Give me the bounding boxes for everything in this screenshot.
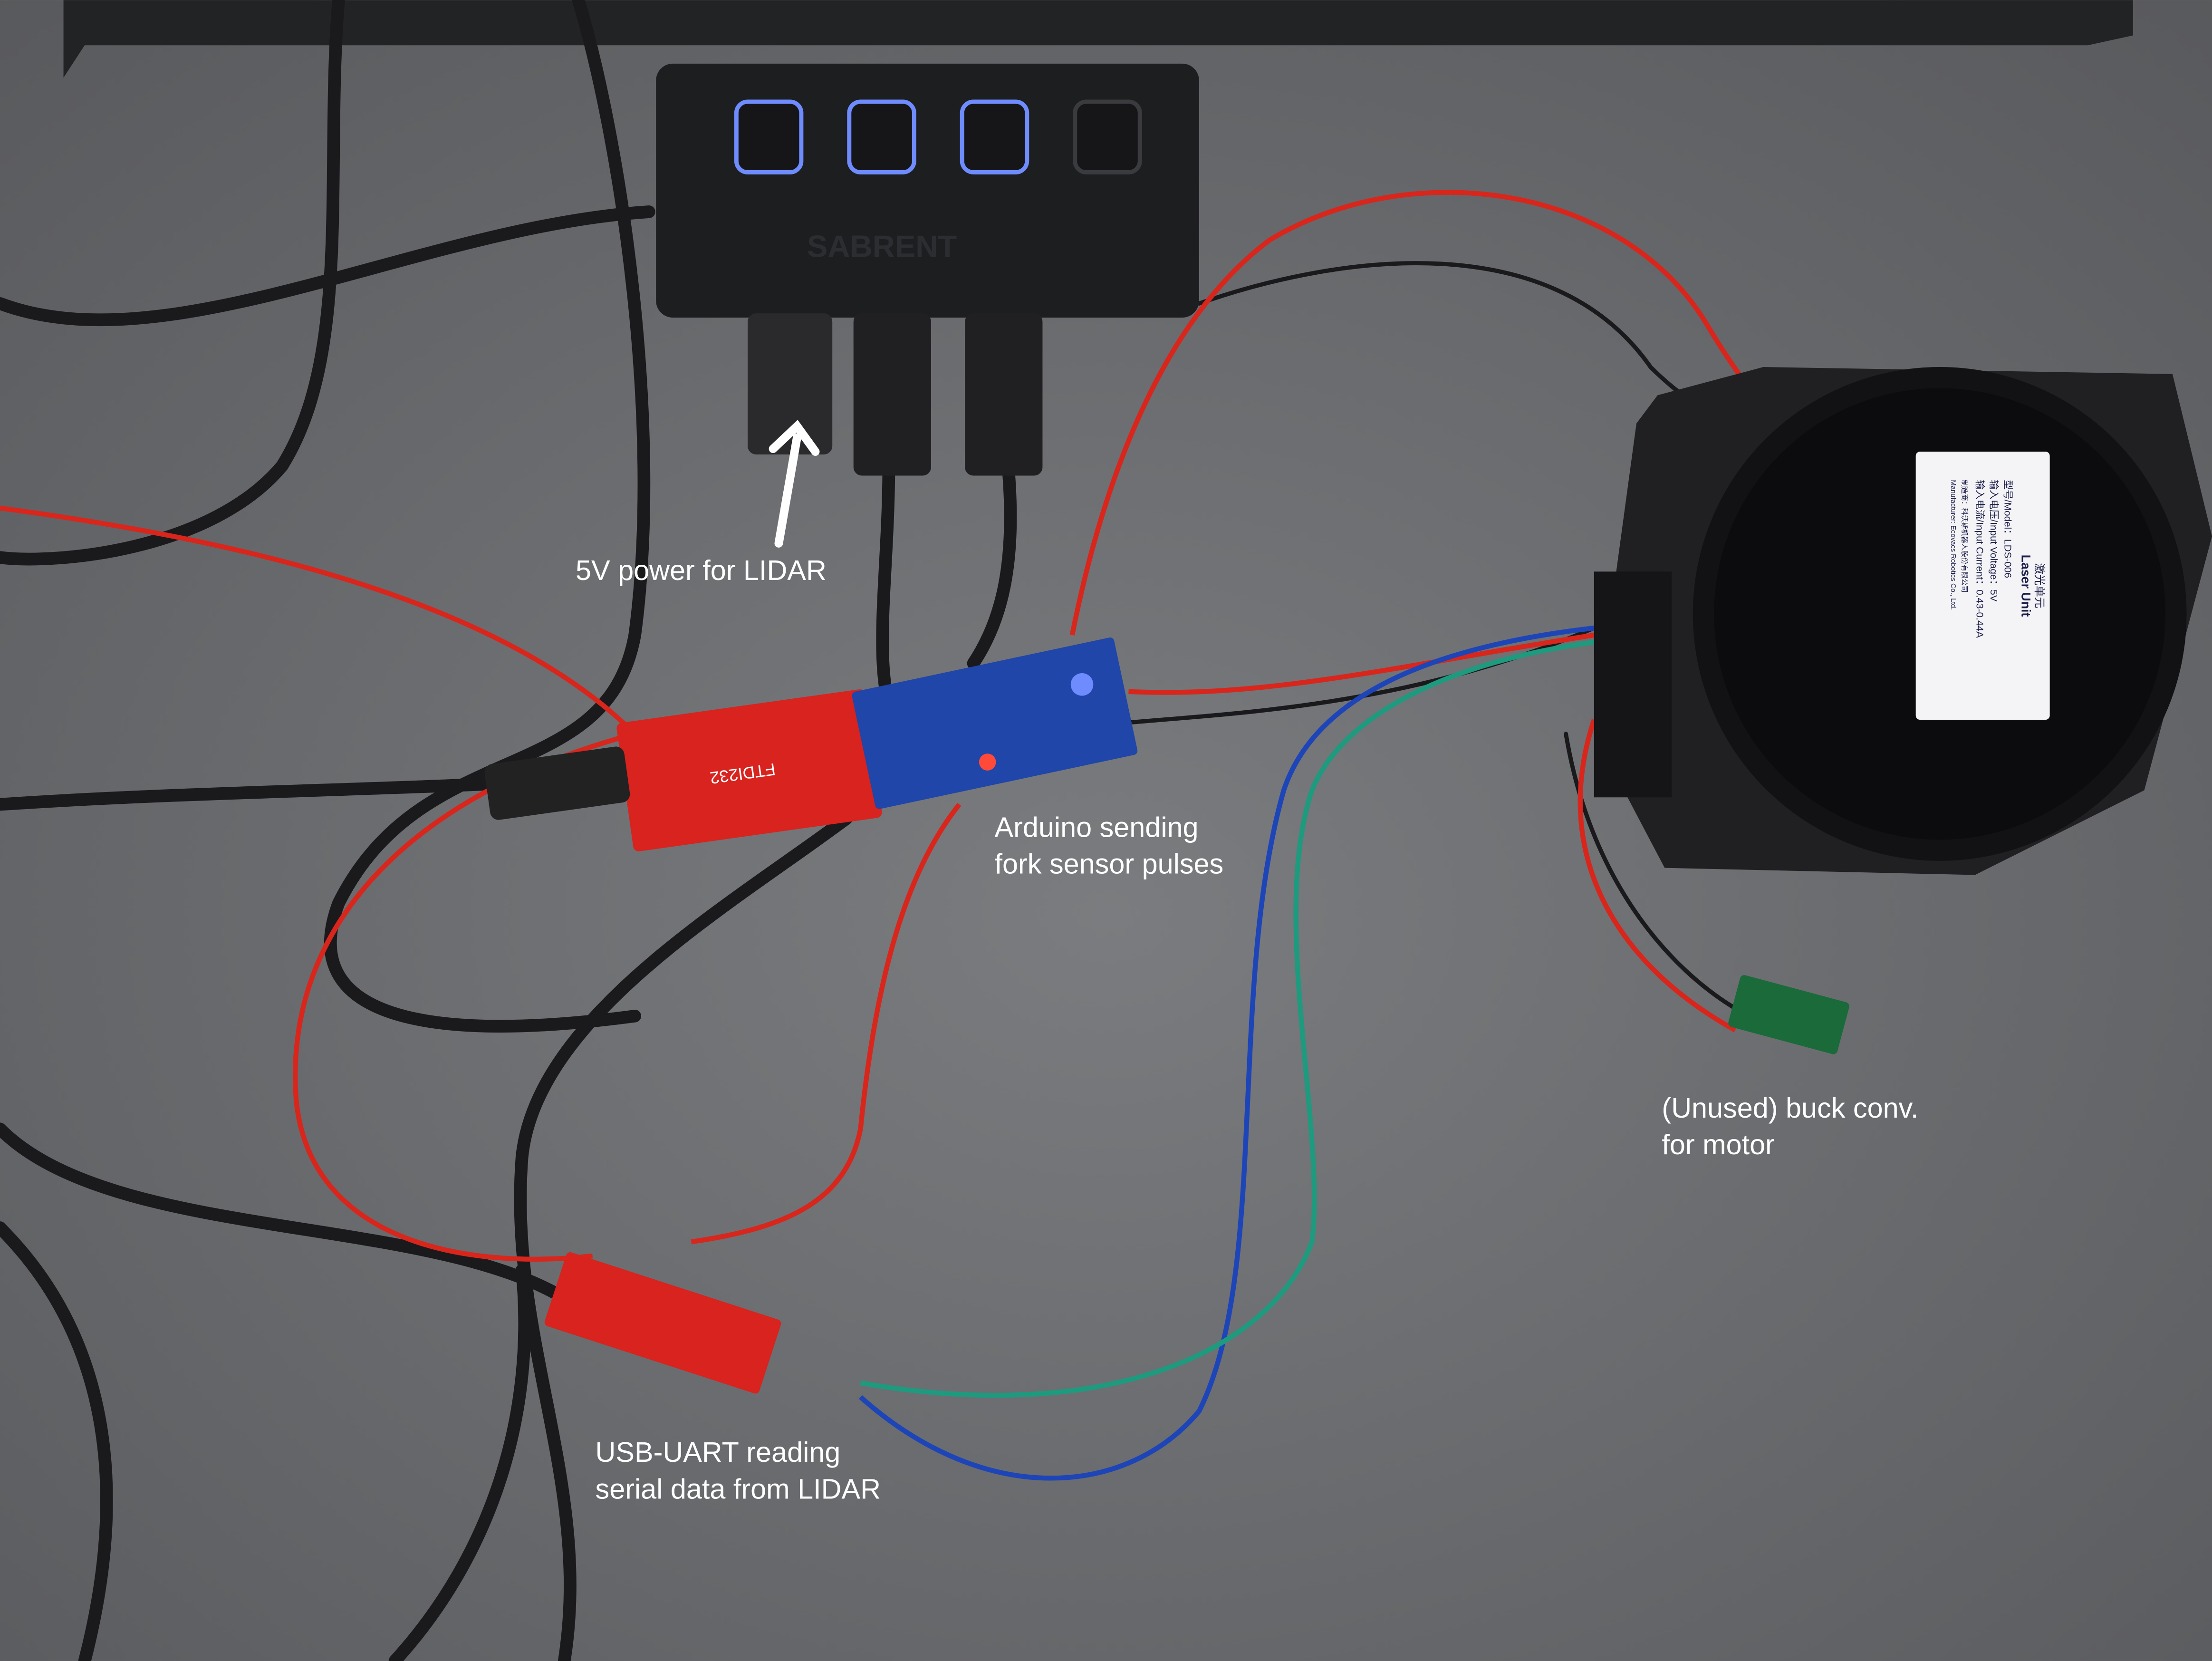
hub-port-switch-2[interactable]: [847, 99, 916, 174]
lidar-current: 输入电流/Input Current：0.43-0.44A: [1974, 480, 1985, 638]
red-wires: [0, 190, 1800, 1262]
usb-uart-board: [544, 1252, 781, 1394]
hub-port-switch-3[interactable]: [960, 99, 1029, 174]
usb-hub: SABRENT: [656, 63, 1199, 476]
annotation-uart-2: serial data from LIDAR: [596, 1473, 881, 1505]
lidar-title: Laser Unit: [2019, 555, 2033, 617]
arduino-nano: [852, 637, 1138, 809]
arrow-icon: [769, 420, 820, 548]
lidar-unit: 激光单元 Laser Unit 型号/Model：LDS-006 输入电压/In…: [1594, 367, 2212, 875]
mini-usb-plug: [484, 746, 630, 820]
lidar-maker-cn: 制造商：科沃斯机器人股份有限公司: [1961, 480, 1969, 592]
hub-brand: SABRENT: [807, 229, 957, 263]
annotation-power: 5V power for LIDAR: [576, 554, 827, 586]
annotation-arduino-1: Arduino sending: [995, 811, 1199, 843]
lidar-maker: Manufacturer: Ecovacs Robotics Co., Ltd.: [1949, 480, 1957, 610]
lidar-model: 型号/Model：LDS-006: [2002, 480, 2013, 578]
lidar-voltage: 输入电压/Input Voltage：5V: [1988, 480, 1999, 601]
green-wire: [860, 639, 1595, 1398]
lidar-title-cn: 激光单元: [2033, 563, 2046, 608]
arduino-led-red: [979, 753, 996, 771]
usb-plug-power: [748, 313, 833, 454]
arduino-led-blue: [1070, 673, 1094, 696]
hub-port-switch-1[interactable]: [734, 99, 804, 174]
annotation-arduino-2: fork sensor pulses: [995, 848, 1224, 880]
annotation-buck-1: (Unused) buck conv.: [1662, 1092, 1918, 1124]
black-cables: [0, 0, 1794, 1661]
lidar-label-sticker: 激光单元 Laser Unit 型号/Model：LDS-006 输入电压/In…: [1915, 452, 2050, 720]
ftdi-board: FTDI232: [616, 689, 882, 851]
usb-plug-2: [853, 313, 931, 476]
annotation-uart-1: USB-UART reading: [596, 1436, 841, 1468]
blue-wire: [859, 625, 1595, 1481]
annotation-buck-2: for motor: [1662, 1129, 1775, 1160]
buck-converter: [1728, 975, 1849, 1054]
usb-plug-3: [965, 313, 1043, 476]
hub-port-switch-4[interactable]: [1073, 99, 1142, 174]
